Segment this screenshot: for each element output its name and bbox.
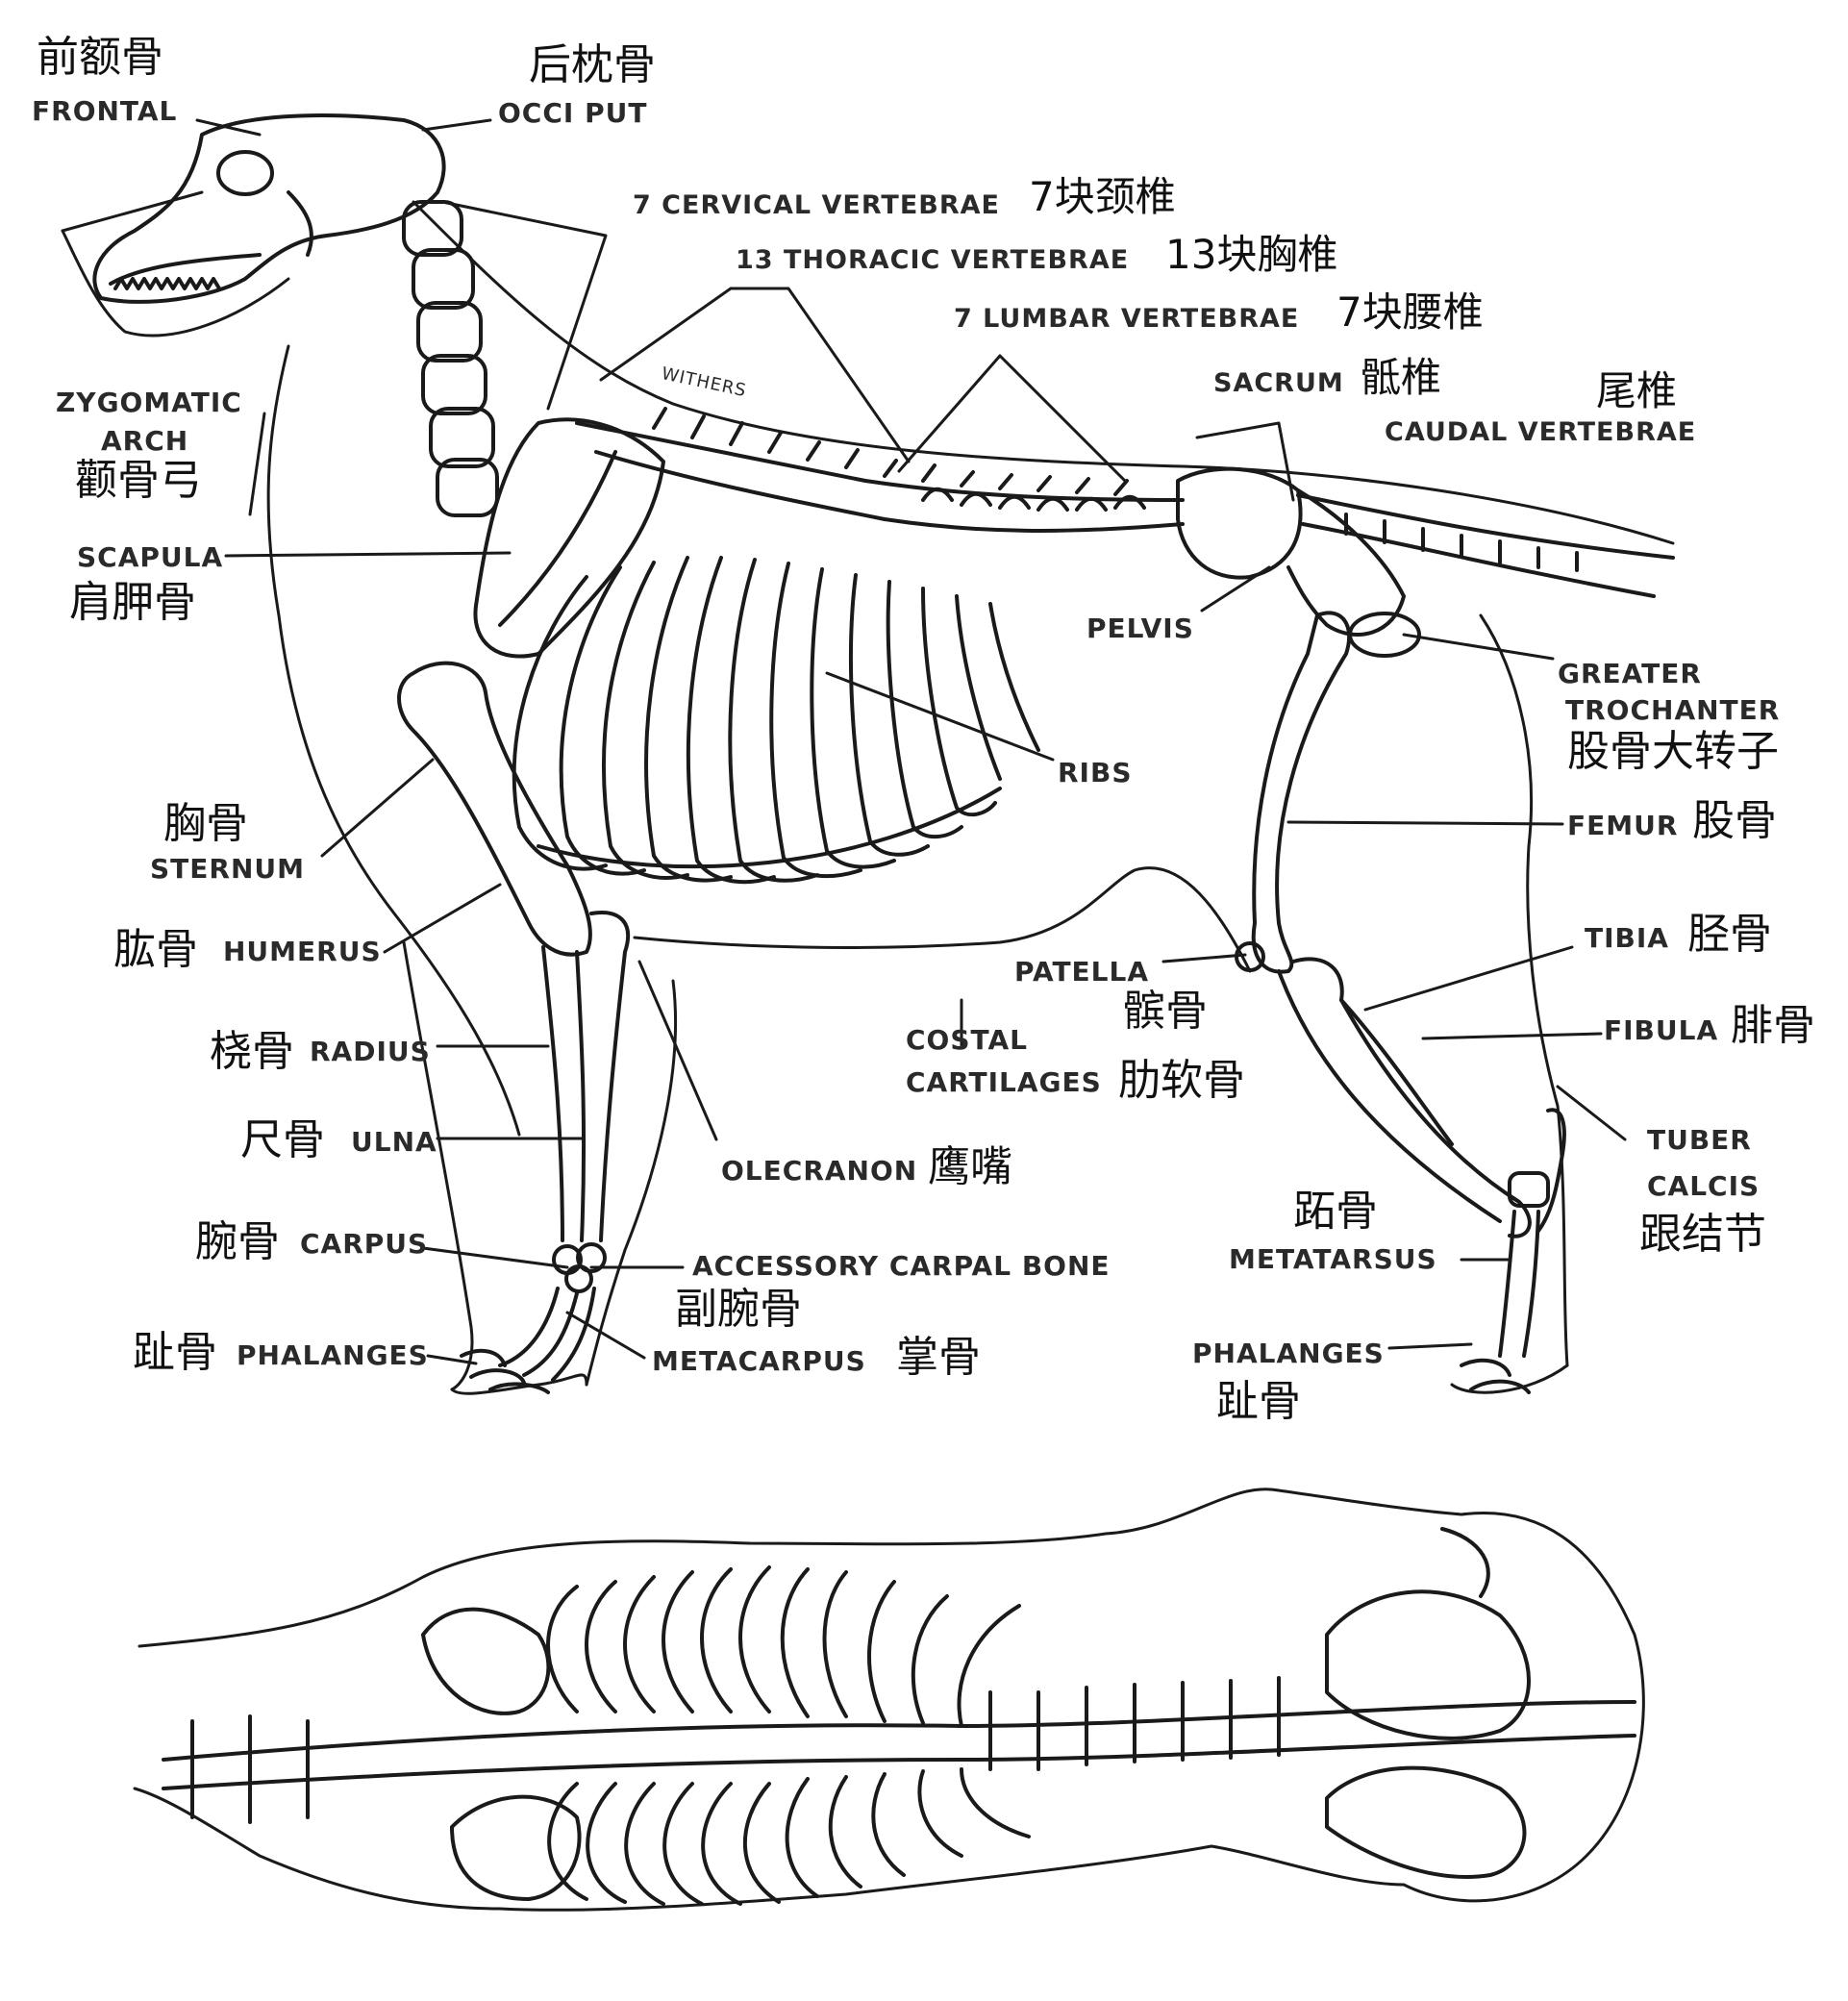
top-view-ribs: [546, 1565, 1031, 1906]
femur-zh: 股骨: [1692, 796, 1777, 845]
cervical-en: 7 CERVICAL VERTEBRAE: [633, 190, 1000, 220]
top-view-pelvis: [1325, 1527, 1531, 1879]
greater-trochanter-en-2: TROCHANTER: [1565, 694, 1781, 726]
humerus: [397, 661, 592, 957]
accessory-carpal-en: ACCESSORY CARPAL BONE: [692, 1250, 1111, 1282]
greater-trochanter-zh: 股骨大转子: [1567, 727, 1779, 776]
femur-en: FEMUR: [1567, 810, 1679, 841]
metatarsus-en: METATARSUS: [1229, 1243, 1437, 1275]
phalanges-front-zh: 趾骨: [133, 1328, 217, 1377]
lumbar-zh: 7块腰椎: [1336, 288, 1484, 336]
sternum-zh: 胸骨: [163, 799, 248, 848]
phalanges-front-en: PHALANGES: [237, 1339, 429, 1371]
phalanges-hind-en: PHALANGES: [1192, 1338, 1385, 1369]
radius-ulna: [541, 911, 631, 1242]
ribs-en: RIBS: [1058, 757, 1133, 788]
caudal-zh: 尾椎: [1596, 367, 1678, 414]
phalanges-hind-zh: 趾骨: [1216, 1377, 1301, 1426]
costal-en-2: CARTILAGES: [906, 1066, 1102, 1098]
sacrum-zh: 骶椎: [1361, 354, 1442, 401]
patella-zh: 髌骨: [1123, 987, 1208, 1036]
olecranon-zh: 鹰嘴: [928, 1142, 1012, 1191]
costal-en-1: COSTAL: [906, 1024, 1028, 1056]
skull: [92, 113, 446, 304]
pelvis-en: PELVIS: [1086, 613, 1194, 644]
sternum-en: STERNUM: [150, 853, 305, 885]
spine: [575, 407, 1185, 533]
top-view-shoulders: [421, 1607, 582, 1901]
metacarpus-en: METACARPUS: [652, 1345, 866, 1377]
tail: [1296, 493, 1675, 598]
tuber-calcis-zh: 跟结节: [1639, 1210, 1766, 1259]
radius-zh: 桡骨: [210, 1027, 294, 1076]
cervical-zh: 7块颈椎: [1029, 173, 1176, 220]
tuber-calcis-en-2: CALCIS: [1647, 1170, 1761, 1202]
occiput-en: OCCI PUT: [498, 97, 648, 129]
ulna-en: ULNA: [351, 1126, 437, 1158]
ulna-zh: 尺骨: [240, 1115, 325, 1164]
costal-zh: 肋软骨: [1118, 1056, 1245, 1105]
lumbar-en: 7 LUMBAR VERTEBRAE: [954, 304, 1300, 334]
rib-cage: [512, 556, 1040, 885]
front-foot: [460, 1242, 607, 1394]
olecranon-en: OLECRANON: [721, 1155, 918, 1187]
tibia-fibula: [1235, 941, 1532, 1238]
femur: [1251, 611, 1352, 974]
scapula: [473, 417, 665, 659]
top-view-outline: [133, 1488, 1645, 1912]
leader-lines: [195, 118, 1627, 1365]
accessory-carpal-zh: 副腕骨: [675, 1285, 802, 1334]
frontal-en: FRONTAL: [32, 95, 178, 127]
patella-en: PATELLA: [1014, 956, 1150, 988]
zygomatic-en-1: ZYGOMATIC: [56, 387, 242, 418]
occiput-zh: 后枕骨: [529, 40, 656, 89]
metacarpus-zh: 掌骨: [896, 1333, 981, 1382]
zygomatic-en-2: ARCH: [101, 425, 189, 457]
thoracic-en: 13 THORACIC VERTEBRAE: [736, 245, 1130, 275]
zygomatic-zh: 颧骨弓: [75, 456, 202, 505]
humerus-en: HUMERUS: [223, 936, 382, 967]
fibula-en: FIBULA: [1604, 1014, 1719, 1046]
scapula-en: SCAPULA: [77, 541, 224, 573]
fibula-zh: 腓骨: [1731, 1001, 1815, 1050]
frontal-zh: 前额骨: [37, 33, 163, 82]
cervical-vertebrae: [402, 200, 499, 517]
greater-trochanter-en-1: GREATER: [1558, 658, 1702, 689]
carpus-en: CARPUS: [300, 1228, 429, 1260]
top-view-spine: [162, 1676, 1636, 1824]
tibia-en: TIBIA: [1585, 922, 1669, 954]
scapula-zh: 肩胛骨: [69, 578, 196, 627]
tuber-calcis-en-1: TUBER: [1647, 1124, 1752, 1156]
radius-en: RADIUS: [310, 1036, 431, 1067]
sacrum-en: SACRUM: [1213, 368, 1344, 398]
tibia-zh: 胫骨: [1687, 910, 1772, 959]
humerus-zh: 肱骨: [113, 925, 198, 974]
carpus-zh: 腕骨: [195, 1217, 280, 1266]
hind-foot: [1460, 1108, 1566, 1394]
metatarsus-zh: 跖骨: [1293, 1187, 1378, 1236]
thoracic-zh: 13块胸椎: [1165, 231, 1338, 278]
caudal-en: CAUDAL VERTEBRAE: [1385, 417, 1697, 447]
